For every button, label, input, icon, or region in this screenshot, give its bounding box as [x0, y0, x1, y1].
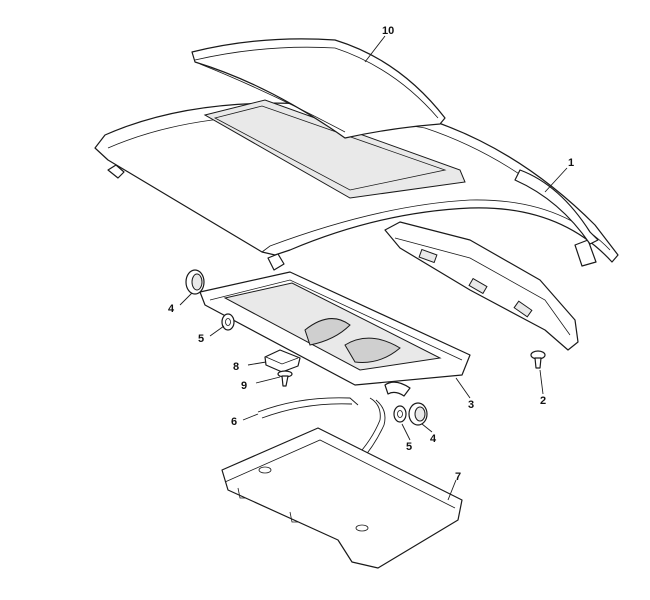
callout-9: 9 [241, 380, 247, 392]
leader-lines [179, 35, 568, 501]
callout-6: 6 [231, 416, 237, 428]
sunroof-frame [199, 271, 471, 397]
callout-5-right: 5 [406, 441, 412, 453]
roof-panel [94, 99, 619, 271]
callout-1: 1 [568, 157, 574, 169]
callout-4-right: 4 [430, 433, 437, 445]
callout-3: 3 [468, 399, 474, 411]
callout-2: 2 [540, 395, 546, 407]
callout-5-left: 5 [198, 333, 204, 345]
washer-right [393, 405, 407, 423]
callout-4-left: 4 [168, 303, 175, 315]
sunroof-glass-panel [191, 38, 446, 139]
lower-trim-panel [221, 427, 463, 569]
callout-10: 10 [382, 25, 394, 37]
adjuster-knob-left [185, 269, 205, 295]
washer-left [221, 313, 235, 331]
callout-8: 8 [233, 361, 239, 373]
screw [277, 370, 293, 387]
retaining-clip [264, 349, 301, 373]
callout-7: 7 [455, 471, 461, 483]
adjuster-knob-right [408, 402, 428, 426]
guide-rail-strip [384, 221, 579, 351]
push-rivet [530, 350, 546, 369]
